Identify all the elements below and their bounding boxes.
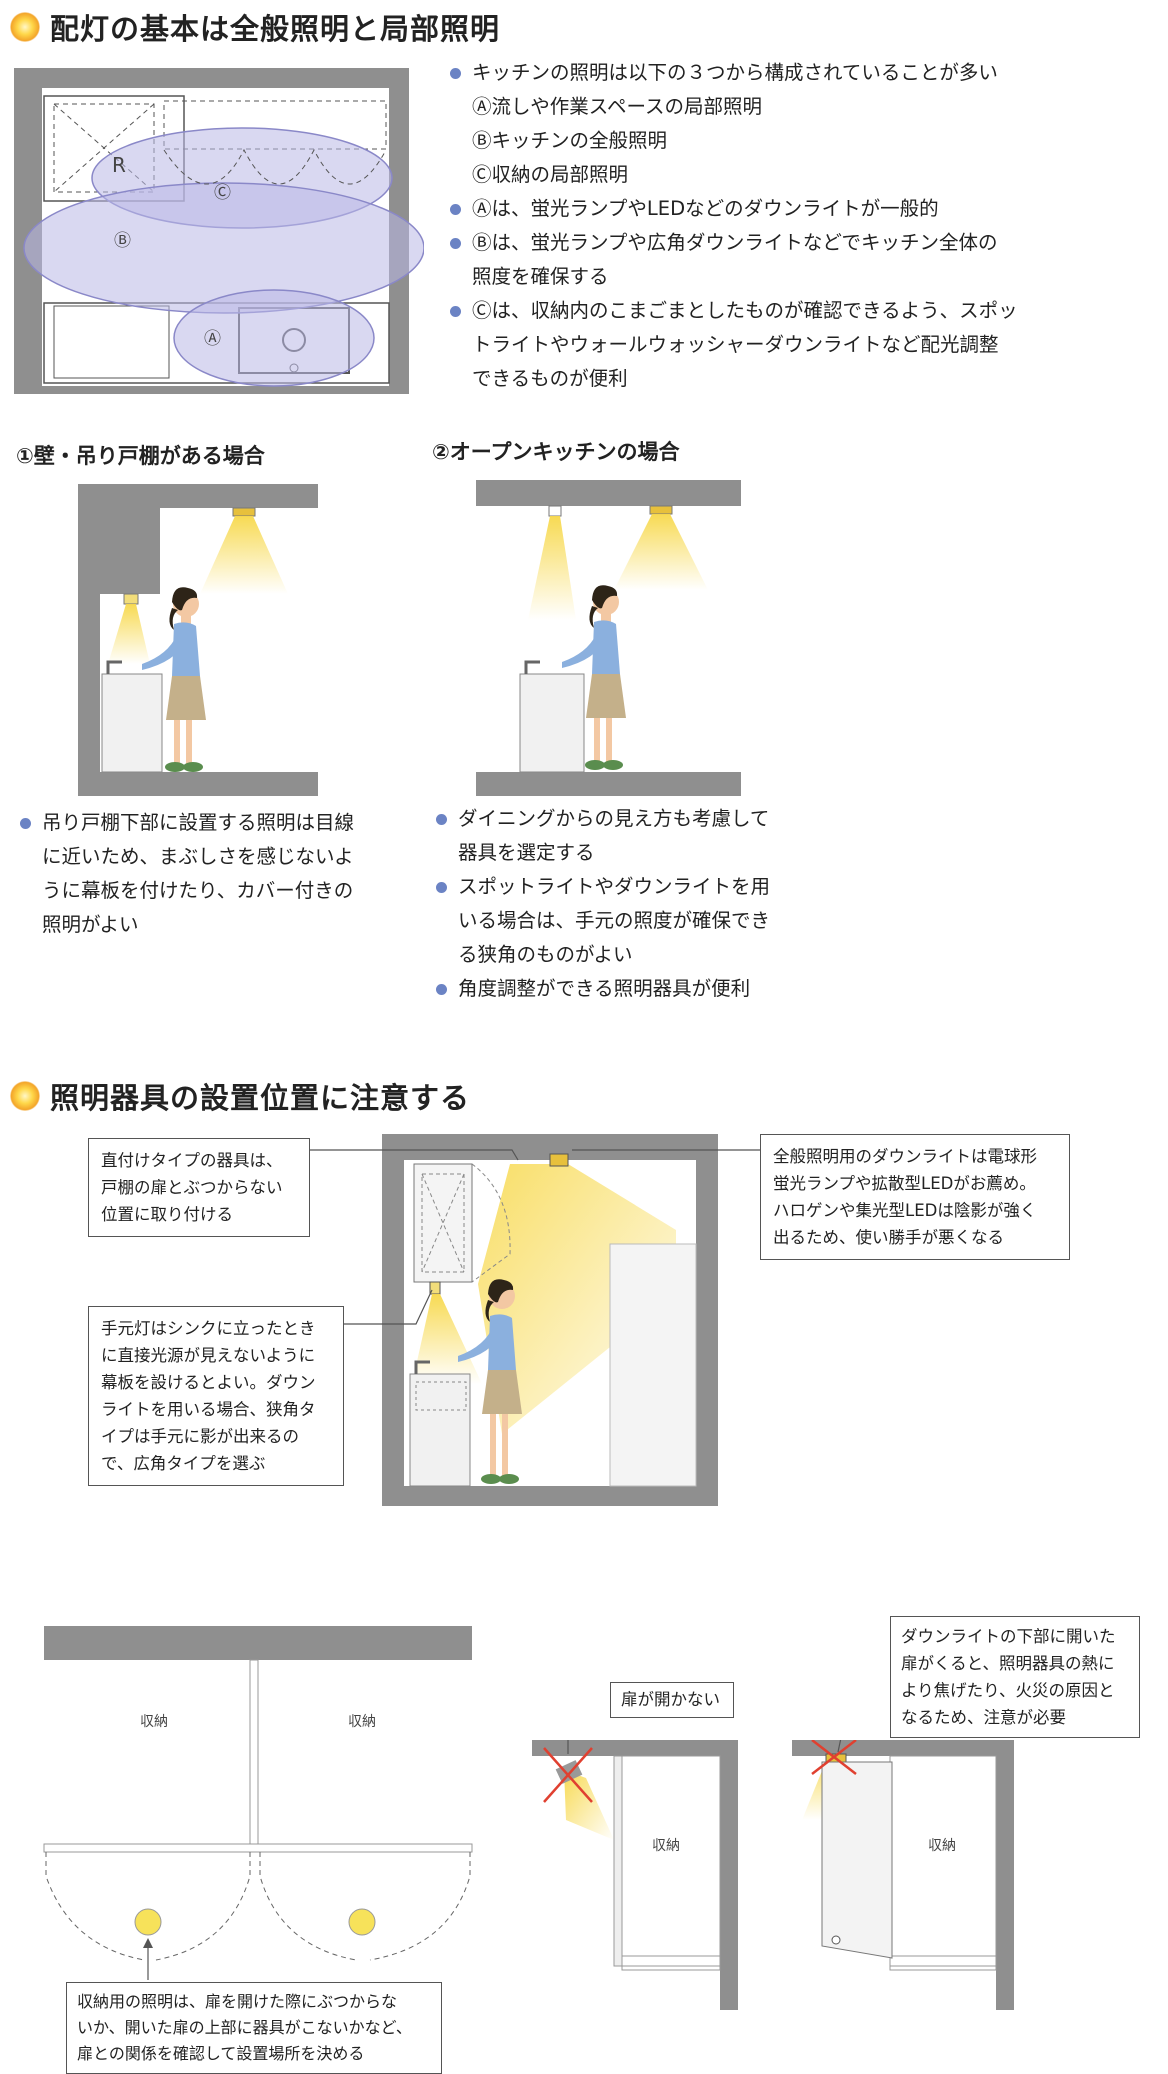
case2-title: ②オープンキッチンの場合	[432, 440, 680, 464]
install-position-diagram	[382, 1134, 718, 1506]
list-item: 器具を選定する	[458, 841, 595, 864]
door-heat-diagram: 収納	[792, 1740, 1014, 2010]
storage-label-right: 収納	[348, 1714, 376, 1730]
list-item: うに幕板を付けたり、カバー付きの	[42, 879, 354, 902]
list-item: 照明がよい	[42, 913, 139, 936]
list-item: る狭角のものがよい	[458, 943, 633, 966]
case2-section-diagram	[476, 480, 741, 796]
case1-bullet-list: 吊り戸棚下部に設置する照明は目線 に近いため、まぶしさを感じないよ うに幕板を付…	[16, 806, 396, 942]
storage-label-middle: 収納	[652, 1838, 680, 1854]
case2-bullet-list: ダイニングからの見え方も考慮して 器具を選定する スポットライトやダウンライトを…	[432, 802, 832, 1006]
storage-label-far: 収納	[928, 1838, 956, 1854]
section2-title: 照明器具の設置位置に注意する	[50, 1081, 471, 1115]
section1-bullet-list: キッチンの照明は以下の３つから構成されていることが多い Ⓐ流しや作業スペースの局…	[446, 56, 1146, 396]
list-item: 角度調整ができる照明器具が便利	[432, 972, 832, 1006]
list-item: に近いため、まぶしさを感じないよ	[42, 845, 354, 868]
sun-bullet-icon	[10, 12, 40, 42]
list-item: Ⓒ収納の局部照明	[472, 163, 629, 186]
list-item: スポットライトやダウンライトを用	[432, 870, 832, 904]
list-item: Ⓐは、蛍光ランプやLEDなどのダウンライトが一般的	[446, 192, 1146, 226]
list-item: 照度を確保する	[472, 265, 609, 288]
kitchen-plan-diagram: R Ⓒ Ⓑ Ⓐ	[14, 68, 424, 394]
storage-label-left: 収納	[140, 1714, 168, 1730]
note-hand-light: 手元灯はシンクに立ったとき に直接光源が見えないように 幕板を設けるとよい。ダウ…	[88, 1306, 344, 1486]
list-item: Ⓑキッチンの全般照明	[472, 129, 668, 152]
list-item: できるものが便利	[472, 367, 628, 390]
plan-label-r: R	[112, 153, 126, 177]
door-blocked-diagram: 収納	[532, 1740, 738, 2010]
plan-label-b: Ⓑ	[114, 231, 131, 251]
note-direct-mount: 直付けタイプの器具は、 戸棚の扉とぶつからない 位置に取り付ける	[88, 1138, 310, 1237]
list-item: 吊り戸棚下部に設置する照明は目線	[16, 806, 396, 840]
case1-section-diagram	[78, 484, 318, 796]
list-item: トライトやウォールウォッシャーダウンライトなど配光調整	[472, 333, 999, 356]
list-item: いる場合は、手元の照度が確保でき	[458, 909, 771, 932]
list-item: Ⓒは、収納内のこまごまとしたものが確認できるよう、スポッ	[446, 294, 1146, 328]
plan-label-a: Ⓐ	[204, 329, 221, 349]
section2-leader-lines	[308, 1149, 760, 1325]
note-heat-danger: ダウンライトの下部に開いた 扉がくると、照明器具の熱に より焦げたり、火災の原因…	[890, 1616, 1140, 1738]
list-item: Ⓑは、蛍光ランプや広角ダウンライトなどでキッチン全体の	[446, 226, 1146, 260]
storage-plan-diagram: 収納 収納	[43, 1626, 473, 1980]
list-item: キッチンの照明は以下の３つから構成されていることが多い	[446, 56, 1146, 90]
plan-label-c: Ⓒ	[214, 183, 231, 203]
case1-title: ①壁・吊り戸棚がある場合	[16, 444, 265, 468]
note-storage-light: 収納用の照明は、扉を開けた際にぶつからな いか、開いた扉の上部に器具がこないかな…	[66, 1982, 442, 2074]
note-cannot-open: 扉が開かない	[610, 1682, 734, 1718]
section1-title: 配灯の基本は全般照明と局部照明	[50, 12, 501, 46]
list-item: Ⓐ流しや作業スペースの局部照明	[472, 95, 762, 118]
note-downlight: 全般照明用のダウンライトは電球形 蛍光ランプや拡散型LEDがお薦め。 ハロゲンや…	[760, 1134, 1070, 1260]
section2-heading: 照明器具の設置位置に注意する	[10, 1075, 470, 1117]
list-item: ダイニングからの見え方も考慮して	[432, 802, 832, 836]
sun-bullet-icon	[10, 1081, 40, 1111]
section1-heading: 配灯の基本は全般照明と局部照明	[10, 6, 500, 48]
